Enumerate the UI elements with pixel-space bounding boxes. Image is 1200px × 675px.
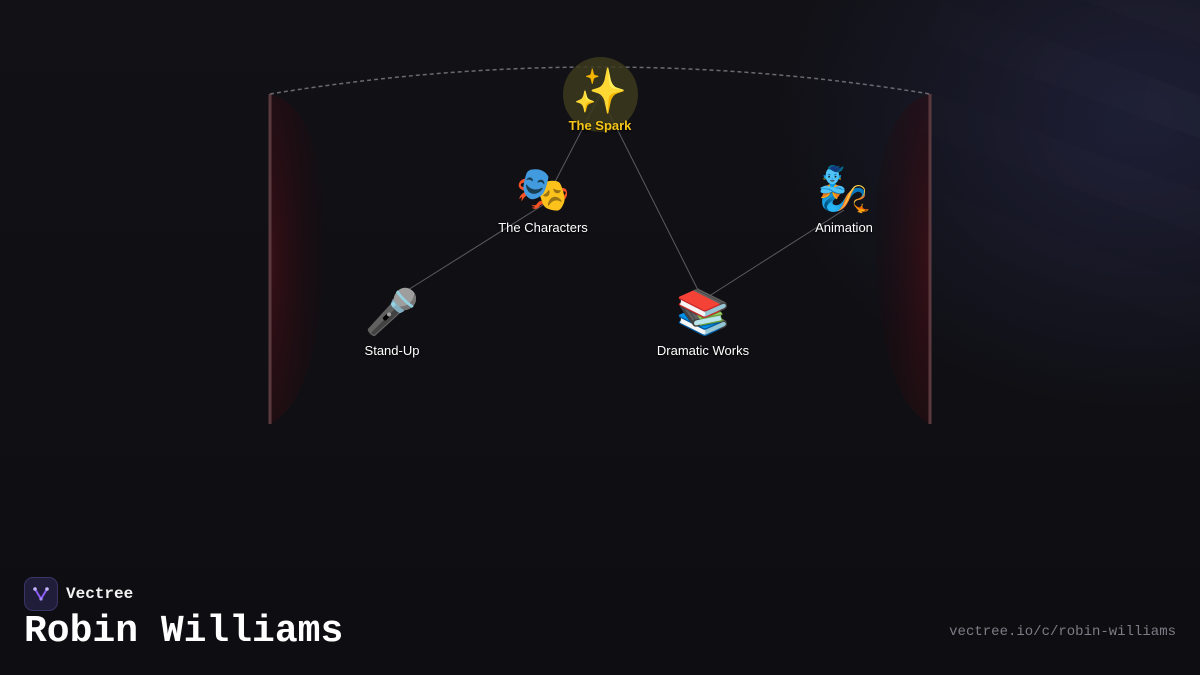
vectree-logo-icon bbox=[24, 577, 58, 611]
node-label: Stand-Up bbox=[364, 343, 420, 358]
node-animation[interactable]: 🧞 Animation bbox=[764, 164, 924, 235]
node-label: Dramatic Works bbox=[656, 343, 750, 358]
sparkles-icon: ✨ bbox=[572, 66, 628, 117]
link-dramatic-animation bbox=[702, 209, 845, 301]
node-dramatic-works[interactable]: 📚 Dramatic Works bbox=[623, 287, 783, 358]
node-label: The Characters bbox=[498, 220, 588, 235]
node-label: The Spark bbox=[568, 118, 632, 133]
share-url[interactable]: vectree.io/c/robin-williams bbox=[949, 624, 1176, 640]
theater-masks-icon: 🎭 bbox=[515, 164, 571, 215]
right-curtain bbox=[875, 94, 930, 424]
left-curtain bbox=[270, 94, 325, 424]
node-the-spark[interactable]: ✨ The Spark bbox=[520, 66, 680, 133]
link-spark-dramatic bbox=[599, 94, 704, 301]
link-characters-standup bbox=[391, 204, 544, 301]
root-node-glow bbox=[563, 57, 638, 132]
node-the-characters[interactable]: 🎭 The Characters bbox=[463, 164, 623, 235]
books-icon: 📚 bbox=[675, 287, 731, 338]
node-stand-up[interactable]: 🎤 Stand-Up bbox=[312, 287, 472, 358]
page-title: Robin Williams bbox=[24, 610, 344, 653]
node-label: Animation bbox=[815, 220, 873, 235]
genie-icon: 🧞 bbox=[816, 164, 872, 215]
brand-name: Vectree bbox=[66, 585, 134, 603]
microphone-icon: 🎤 bbox=[364, 287, 420, 338]
brand[interactable]: Vectree bbox=[24, 577, 133, 611]
